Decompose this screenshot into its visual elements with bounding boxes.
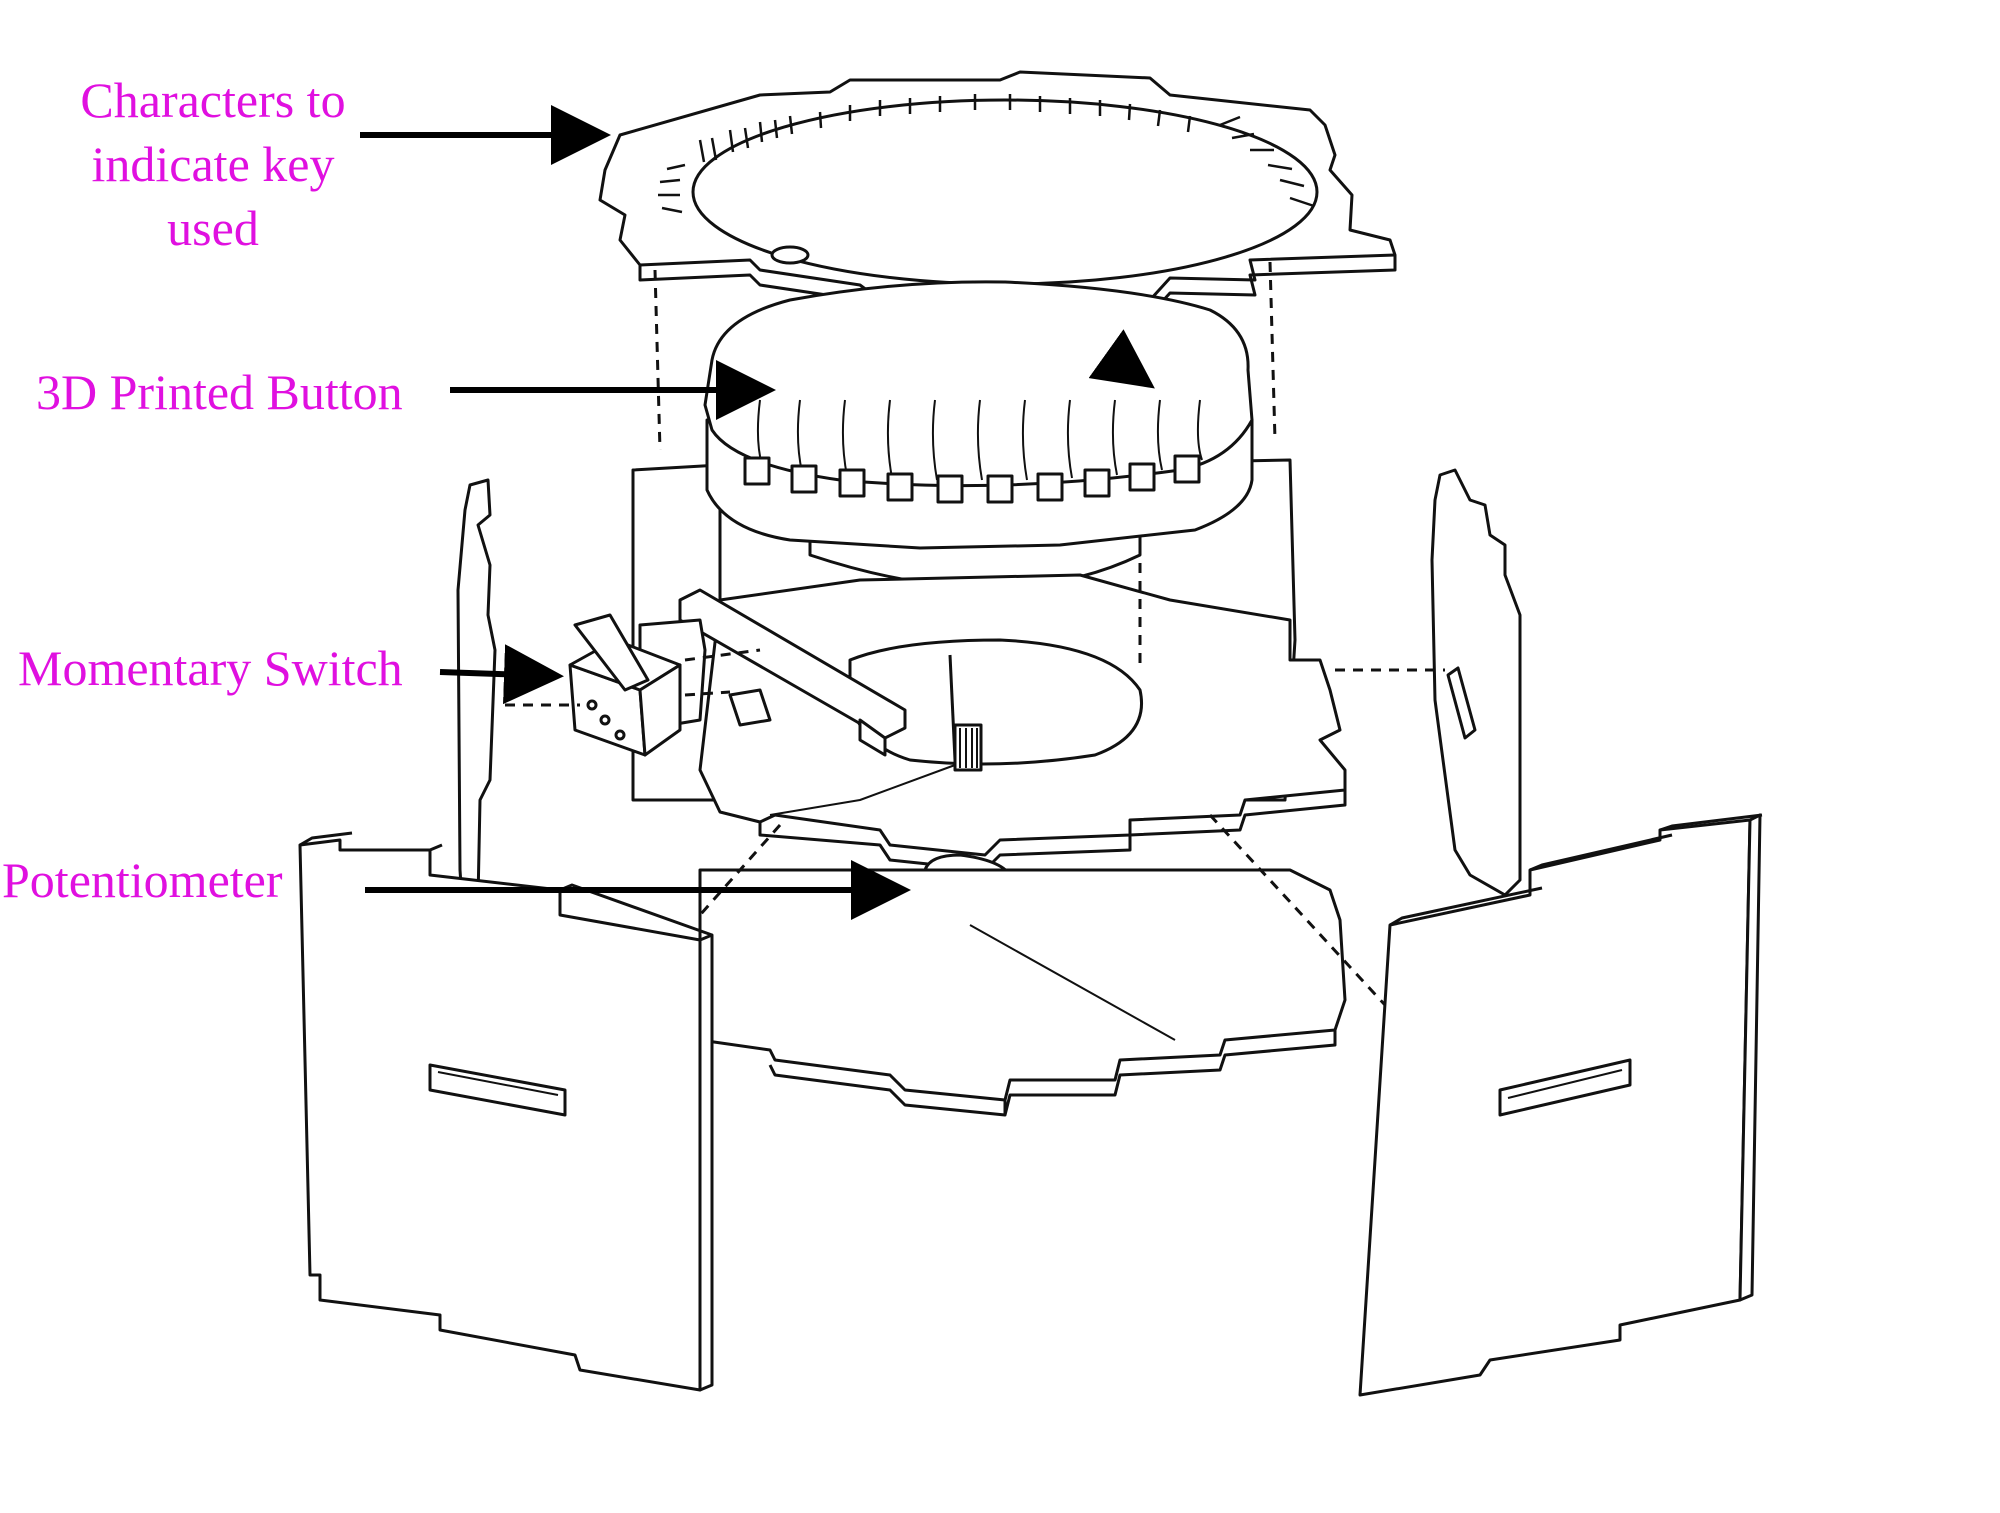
momentary-switch xyxy=(568,613,682,757)
alignment-line xyxy=(1268,261,1277,441)
arrow-switch xyxy=(439,644,564,705)
right-front-panel-face xyxy=(1358,818,1752,1397)
switch-pin xyxy=(599,714,611,726)
printed-button xyxy=(703,280,1254,589)
label-momentary-switch: Momentary Switch xyxy=(18,640,403,696)
middle-plate xyxy=(698,573,1347,872)
left-front-panel-face xyxy=(298,838,702,1392)
right-panel-slot xyxy=(1446,666,1477,740)
right-rear-side-panel xyxy=(1430,468,1522,897)
bottom-plate xyxy=(698,868,1347,1117)
left-front-panel-thickness xyxy=(698,933,714,1392)
right-front-panel-top-edge xyxy=(1389,813,1763,927)
label-potentiometer: Potentiometer xyxy=(2,852,283,908)
button-ring-notches xyxy=(743,454,1201,504)
alignment-lines xyxy=(505,261,1445,1007)
alignment-line xyxy=(684,648,761,662)
label-printed-button: 3D Printed Button xyxy=(36,364,403,420)
switch-bracket-side xyxy=(858,718,887,757)
switch-pin xyxy=(614,729,626,741)
switch-pin xyxy=(586,699,598,711)
alignment-line xyxy=(684,690,731,697)
right-front-panel-slot-inner xyxy=(1507,1069,1623,1099)
switch-step xyxy=(728,688,772,727)
top-lid xyxy=(598,70,1397,347)
label-characters-line-2: indicate key xyxy=(91,136,335,192)
left-front-side-panel xyxy=(298,831,714,1392)
bottom-plate-surface xyxy=(698,868,1347,1102)
potentiometer-shaft-knurl xyxy=(959,728,978,768)
label-characters-line-1: Characters to xyxy=(80,72,346,128)
switch-body-side xyxy=(638,663,682,757)
alignment-line xyxy=(653,269,662,451)
button-ribs xyxy=(756,399,1203,481)
bottom-plate-wire xyxy=(969,924,1176,1041)
alignment-line xyxy=(1208,813,1387,1007)
bottom-plate-edge xyxy=(768,1030,1337,1117)
left-rear-side-panel xyxy=(456,478,497,902)
wire-to-potentiometer xyxy=(769,764,956,816)
right-front-side-panel xyxy=(1358,813,1763,1397)
arrow-button-press xyxy=(1088,329,1155,389)
annotation-arrows xyxy=(360,105,1155,920)
alignment-line xyxy=(698,824,782,916)
label-characters: Characters to indicate key used xyxy=(58,68,368,260)
key-character-marks xyxy=(658,94,1315,214)
left-front-panel-slot-inner xyxy=(437,1071,559,1096)
switch-lever xyxy=(573,613,650,692)
top-lid-hole xyxy=(770,245,810,265)
middle-plate-hole xyxy=(848,638,1143,766)
label-characters-line-3: used xyxy=(167,200,259,256)
middle-plate-edge xyxy=(758,790,1347,872)
switch-bracket xyxy=(678,588,907,740)
right-front-panel-slot xyxy=(1498,1058,1632,1117)
